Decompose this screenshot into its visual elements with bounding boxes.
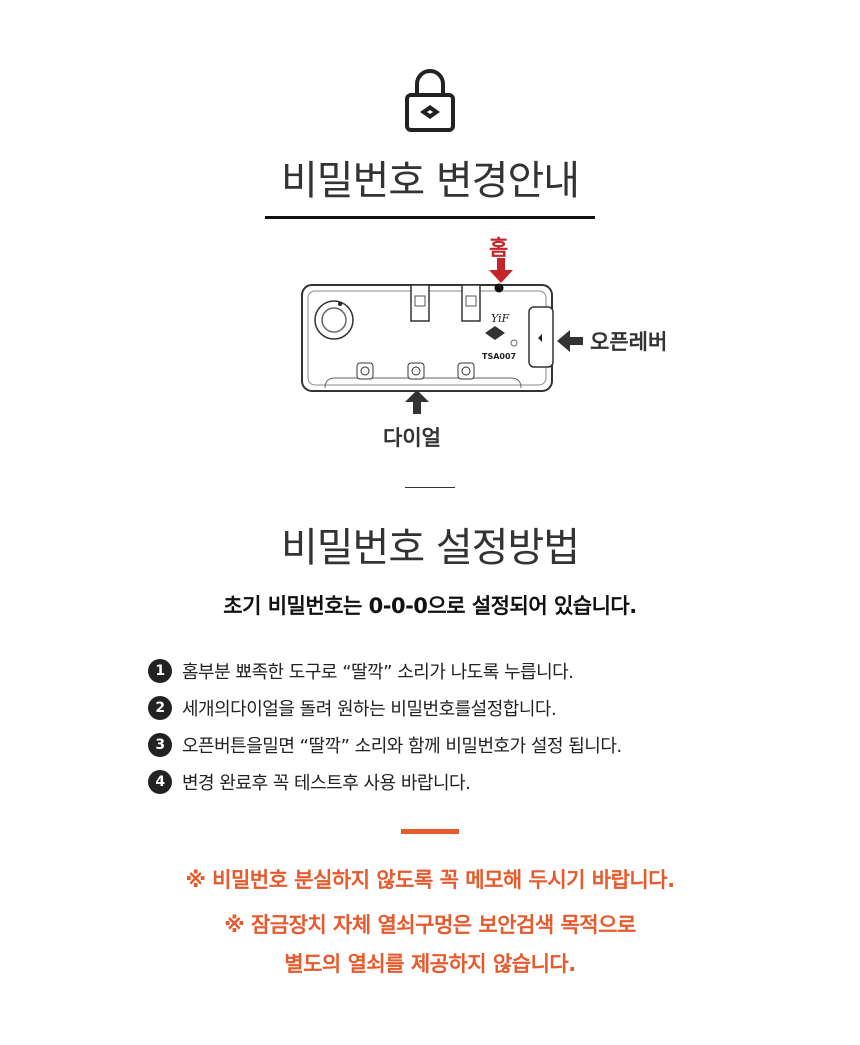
step-text: 오픈버튼을밀면 “딸깍” 소리와 함께 비밀번호가 설정 됩니다. (182, 735, 622, 757)
note-keyhole-line1: ※ 잠금장치 자체 열쇠구멍은 보안검색 목적으로 (224, 913, 636, 937)
step-item: 3 오픈버튼을밀면 “딸깍” 소리와 함께 비밀번호가 설정 됩니다. (148, 726, 622, 763)
step-number-icon: 1 (148, 658, 172, 683)
step-number-icon: 4 (148, 769, 172, 794)
step-item: 1 홈부분 뾰족한 도구로 “딸깍” 소리가 나도록 누릅니다. (148, 652, 622, 689)
dial-arrow-icon (405, 390, 429, 414)
home-label: 홈 (489, 236, 509, 260)
page-title: 비밀번호 변경안내 (280, 158, 580, 204)
step-number-icon: 2 (148, 695, 172, 720)
home-arrow-icon (489, 258, 513, 283)
steps-list: 1 홈부분 뾰족한 도구로 “딸깍” 소리가 나도록 누릅니다. 2 세개의다이얼을… (148, 652, 622, 800)
step-item: 4 변경 완료후 꼭 테스트후 사용 바랍니다. (148, 763, 622, 800)
lock-icon (405, 69, 455, 132)
dial-label: 다이얼 (383, 426, 441, 450)
model-text: TSA007 (482, 352, 516, 361)
lock-diagram: YiF TSA007 (301, 283, 554, 392)
method-title: 비밀번호 설정방법 (280, 525, 580, 571)
lever-label: 오픈레버 (590, 330, 668, 354)
step-number-icon: 3 (148, 732, 172, 757)
lever-arrow-icon (557, 330, 583, 352)
brand-text: YiF (491, 312, 510, 325)
note-keyhole-line2: 별도의 열쇠를 제공하지 않습니다. (284, 952, 576, 976)
title-underline (265, 216, 595, 219)
note-memo: ※ 비밀번호 분실하지 않도록 꼭 메모해 두시기 바랍니다. (185, 868, 675, 892)
divider (405, 487, 455, 488)
method-subtitle: 초기 비밀번호는 0-0-0으로 설정되어 있습니다. (223, 594, 637, 618)
step-text: 홈부분 뾰족한 도구로 “딸깍” 소리가 나도록 누릅니다. (182, 661, 574, 683)
step-text: 세개의다이얼을 돌려 원하는 비밀번호를설정합니다. (182, 698, 557, 720)
step-item: 2 세개의다이얼을 돌려 원하는 비밀번호를설정합니다. (148, 689, 622, 726)
accent-bar (401, 829, 459, 834)
step-text: 변경 완료후 꼭 테스트후 사용 바랍니다. (182, 772, 471, 794)
